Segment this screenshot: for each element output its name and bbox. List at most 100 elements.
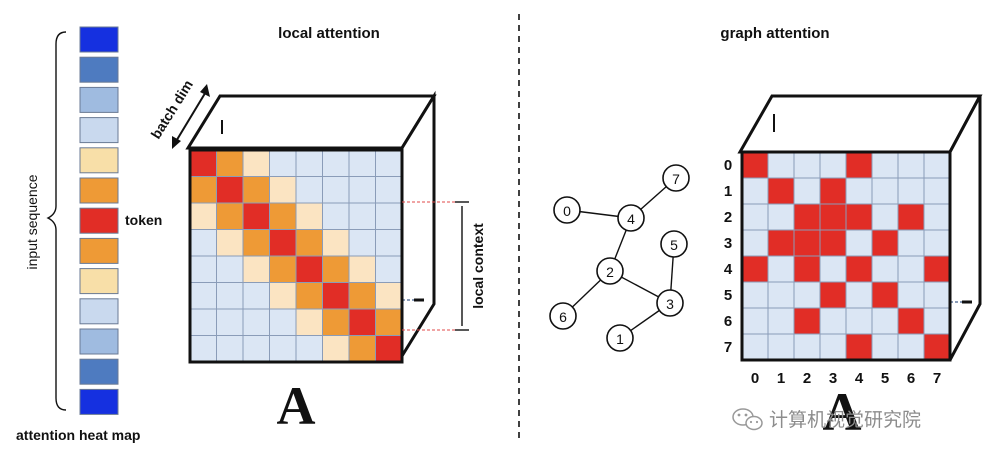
graph-matrix-cell [923, 151, 951, 179]
local-matrix-cell [269, 282, 297, 310]
graph-node-label: 2 [606, 264, 614, 280]
local-matrix-cell [216, 202, 244, 230]
graph-matrix-cell [793, 281, 821, 309]
graph-matrix-cell [871, 203, 899, 231]
local-matrix-cell [295, 255, 323, 283]
graph-matrix-cell [845, 333, 873, 361]
graph-matrix-cell [767, 203, 795, 231]
local-matrix-cell [322, 229, 350, 257]
graph-matrix-cell [871, 255, 899, 283]
local-context-bracket [402, 201, 469, 331]
local-matrix-cell [242, 176, 270, 204]
graph-matrix-cell [793, 255, 821, 283]
graph-matrix-cell [819, 333, 847, 361]
graph-matrix-cell [819, 151, 847, 179]
local-matrix-cell [322, 255, 350, 283]
local-matrix-cell [322, 335, 350, 363]
local-matrix-cell [242, 229, 270, 257]
graph-matrix-cell [767, 229, 795, 257]
local-matrix-cell [269, 149, 297, 177]
graph-matrix-cell [793, 177, 821, 205]
local-matrix-cell [295, 335, 323, 363]
local-matrix-cell [348, 255, 376, 283]
graph-matrix-symbol: A [823, 382, 862, 442]
local-matrix-cell [322, 176, 350, 204]
graph-node: 7 [662, 164, 690, 192]
graph-node-label: 3 [666, 296, 674, 312]
local-matrix-cell [189, 202, 217, 230]
local-matrix-cell [348, 335, 376, 363]
local-matrix-cell [216, 149, 244, 177]
heatmap-cell [79, 268, 119, 295]
local-matrix-symbol: A [277, 376, 316, 436]
local-matrix-cell [375, 335, 403, 363]
graph-node: 5 [660, 230, 688, 258]
local-matrix-cell [375, 229, 403, 257]
local-matrix-cell [375, 308, 403, 336]
graph-matrix-cell [845, 281, 873, 309]
graph-matrix-cell [871, 307, 899, 335]
graph-matrix-cell [741, 333, 769, 361]
graph-matrix-cell [845, 151, 873, 179]
graph-matrix-cell [741, 203, 769, 231]
local-matrix-cell [216, 308, 244, 336]
local-matrix-cell [242, 308, 270, 336]
graph-matrix-cell [897, 307, 925, 335]
local-matrix-cell [375, 176, 403, 204]
local-matrix-cell [295, 282, 323, 310]
graph-matrix-cell [793, 307, 821, 335]
graph-matrix-border [740, 150, 952, 362]
local-attention-matrix [188, 148, 404, 364]
heatmap-cell [79, 177, 119, 204]
graph-attention-title: graph attention [720, 25, 829, 42]
graph-matrix-cell [767, 307, 795, 335]
graph-matrix-cell [793, 151, 821, 179]
graph-matrix-cell [897, 333, 925, 361]
graph-attention-matrix [740, 150, 952, 362]
graph-matrix-cell [741, 307, 769, 335]
col-label: 7 [933, 370, 941, 387]
local-matrix-cell [189, 308, 217, 336]
heatmap-cell [79, 117, 119, 144]
graph-matrix-cell [923, 177, 951, 205]
row-label: 7 [724, 339, 732, 356]
local-matrix-cell [189, 176, 217, 204]
graph-matrix-cell [871, 177, 899, 205]
graph-matrix-cell [845, 255, 873, 283]
graph-matrix-cell [897, 151, 925, 179]
row-label: 3 [724, 235, 732, 252]
local-matrix-cell [189, 282, 217, 310]
graph-node-label: 4 [627, 211, 635, 227]
local-matrix-cell [189, 229, 217, 257]
watermark-text: 计算机视觉研究院 [769, 409, 921, 431]
local-matrix-cell [375, 255, 403, 283]
graph-matrix-cell [819, 255, 847, 283]
graph-matrix-cell [767, 281, 795, 309]
graph-node-label: 1 [616, 331, 624, 347]
local-matrix-cell [348, 282, 376, 310]
local-matrix-cell [295, 202, 323, 230]
local-matrix-cell [322, 149, 350, 177]
attention-heat-map-label: attention heat map [16, 427, 140, 443]
graph-node: 1 [606, 324, 634, 352]
row-label: 5 [724, 287, 732, 304]
col-label: 5 [881, 370, 889, 387]
graph-matrix-cell [923, 307, 951, 335]
graph-matrix-cell [923, 229, 951, 257]
graph-matrix-cell [845, 229, 873, 257]
graph-node-label: 5 [670, 237, 678, 253]
heatmap-cell [79, 86, 119, 113]
row-label: 1 [724, 183, 732, 200]
graph-matrix-cell [871, 229, 899, 257]
local-matrix-cell [189, 149, 217, 177]
local-matrix-cell [322, 308, 350, 336]
graph-matrix-cell [767, 151, 795, 179]
local-matrix-cell [348, 308, 376, 336]
row-label: 6 [724, 313, 732, 330]
graph-matrix-cell [767, 333, 795, 361]
local-matrix-cell [242, 202, 270, 230]
local-matrix-cell [189, 255, 217, 283]
graph-node-label: 0 [563, 203, 571, 219]
